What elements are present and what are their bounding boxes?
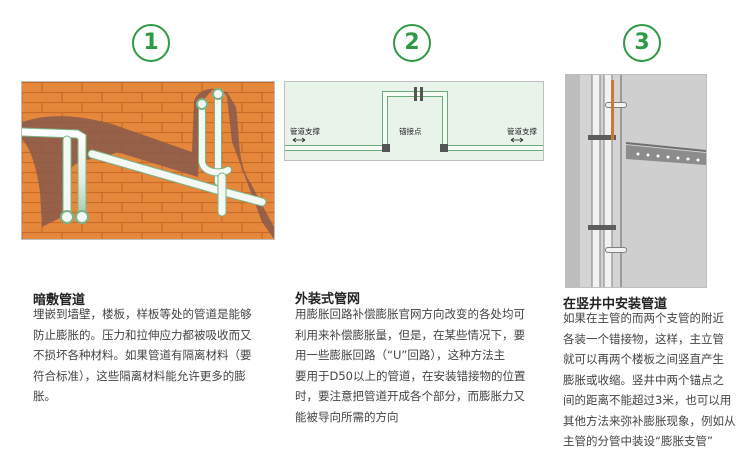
step-2-line: 利用来补偿膨胀量，但是，在某些情况下，要: [295, 327, 525, 342]
anchor-point-label: 锚接点: [399, 126, 422, 136]
step-3-number-badge: 3: [623, 24, 661, 62]
shaft-pipe-illustration: [565, 74, 707, 288]
step-1-line: 埋嵌到墙壁，楼板，样板等处的管道是能够: [33, 307, 252, 321]
step-3-line: 各装一个错接物，这样，主立管: [563, 331, 724, 346]
step-2-title: 外装式管网: [295, 292, 361, 307]
step-3-line: 如果在主管的而两个支管的附近: [563, 311, 724, 325]
brick-wall-pipe-drawing: [22, 82, 274, 239]
step-2-line: 用一些膨胀回路（“U”回路），这种方法主: [295, 348, 506, 362]
step-2-line: 用膨胀回路补偿膨胀官网方向改变的各处均可: [295, 307, 525, 321]
u-loop-pipe-drawing: 管道支撑 锚接点 管道支撑: [285, 87, 543, 152]
step-1-line: 防止膨胀的。压力和拉伸应力都被吸收而又: [33, 327, 252, 342]
exposed-pipe-illustration: 管道支撑 锚接点 管道支撑: [284, 81, 544, 161]
step-2-number-badge: 2: [393, 24, 431, 62]
step-1-number-badge: 1: [132, 24, 170, 62]
step-1-line: 符合标准），这些隔离材料能允许更多的膨: [33, 368, 246, 383]
step-2-description: 用膨胀回路补偿膨胀官网方向改变的各处均可 利用来补偿膨胀量，但是，在某些情况下，…: [295, 304, 526, 427]
step-3-line: 主管的分管中装设“膨胀支管”: [563, 434, 713, 448]
step-2-line: 能被导向所需的方向: [295, 409, 399, 424]
step-3-line: 膨胀或收缩。竖井中两个锚点之: [563, 372, 724, 387]
step-2-line: 时，要注意把管道开成各个部分，而膨胀力又: [295, 389, 525, 403]
step-3-title: 在竖井中安装管道: [563, 297, 668, 312]
step-3-line: 就可以再两个楼板之间竖直产生: [563, 352, 724, 366]
step-1-line: 不损坏各种材料。如果管道有隔离材料（要: [33, 348, 252, 362]
support-left-label: 管道支撑: [290, 126, 320, 136]
step-3-line: 其他方法来弥补膨胀现象，例如从: [563, 413, 736, 428]
right-support-arrow-icon: [510, 137, 524, 143]
step-2-line: 要用于D50以上的管道，在安装错接物的位置: [295, 368, 526, 383]
step-3-line: 间的距离不能超过3米，也可以用: [563, 393, 732, 407]
step-3-description: 如果在主管的而两个支管的附近 各装一个错接物，这样，主立管 就可以再两个楼板之间…: [563, 308, 736, 452]
step-1-line: 胀。: [33, 389, 56, 403]
concealed-pipe-illustration: [21, 81, 275, 240]
step-1-description: 埋嵌到墙壁，楼板，样板等处的管道是能够 防止膨胀的。压力和拉伸应力都被吸收而又 …: [33, 304, 252, 407]
support-right-label: 管道支撑: [507, 126, 537, 136]
left-support-arrow-icon: [292, 137, 306, 143]
vertical-shaft-drawing: [566, 75, 706, 287]
step-1-title: 暗敷管道: [33, 293, 86, 308]
